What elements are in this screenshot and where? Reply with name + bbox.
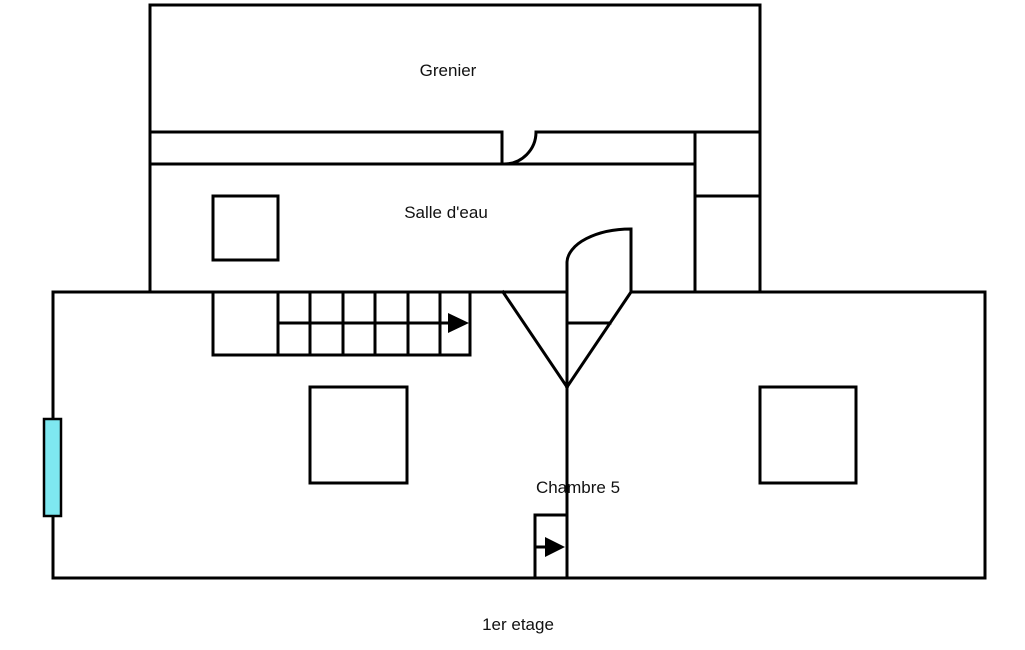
door-swing — [502, 130, 538, 166]
floor-label: 1er etage — [482, 615, 554, 634]
window — [42, 417, 63, 518]
fixture-square — [308, 385, 409, 485]
walls — [51, 3, 987, 580]
door-diagonal — [564, 289, 634, 390]
room-label-grenier: Grenier — [420, 61, 477, 80]
door-diagonal — [500, 289, 570, 390]
attic-outline — [148, 3, 762, 292]
stair-arrow-icon — [545, 537, 565, 557]
fixture-square — [758, 385, 858, 485]
floor-outline — [51, 290, 987, 580]
stair-arrow-icon — [448, 313, 469, 333]
fixture-square — [211, 194, 280, 262]
door-swing — [565, 227, 633, 294]
room-label-salle-deau: Salle d'eau — [404, 203, 488, 222]
room-label-chambre: Chambre 5 — [536, 478, 620, 497]
